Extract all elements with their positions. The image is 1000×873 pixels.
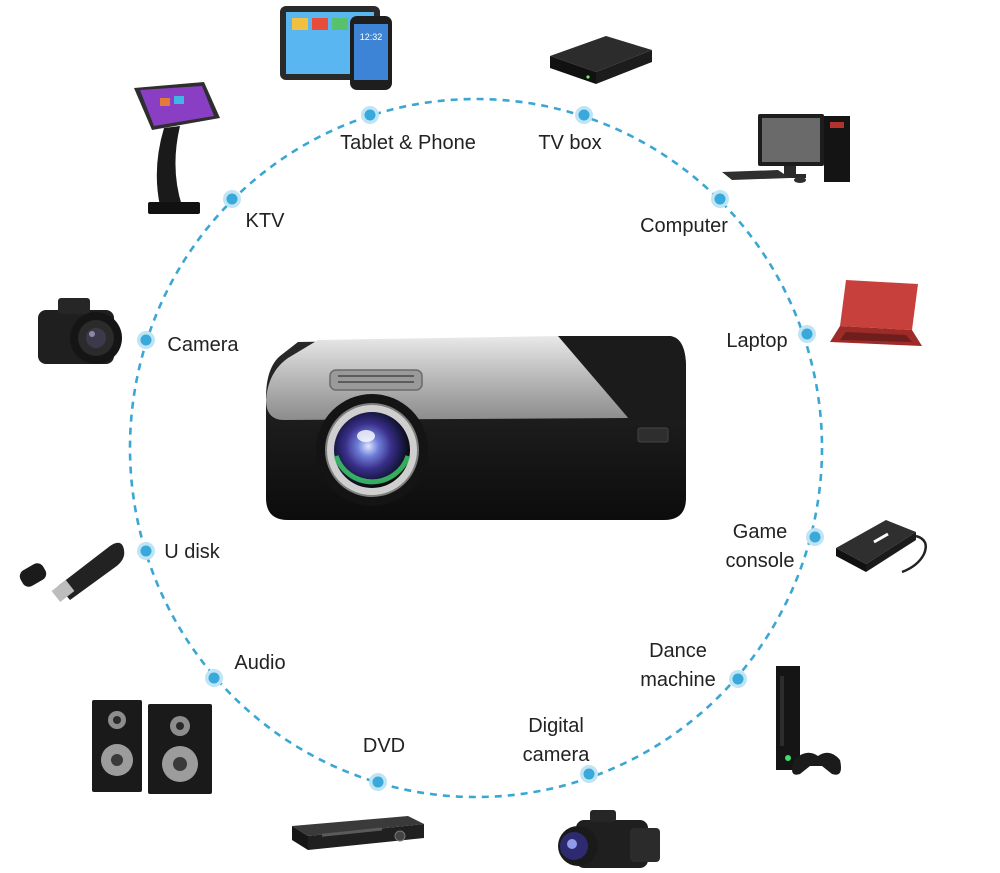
camera-icon <box>38 298 122 364</box>
ktv-kiosk-icon <box>134 82 220 214</box>
connector-dot-digital-camera <box>583 768 595 780</box>
game-console-icon <box>836 520 927 574</box>
label-dvd: DVD <box>362 735 406 757</box>
label-tv-box: TV box <box>538 132 602 154</box>
connector-dot-game-console <box>809 531 821 543</box>
connector-dot-tv-box <box>578 109 590 121</box>
svg-text:12:32: 12:32 <box>360 32 383 42</box>
connector-dot-laptop <box>801 328 813 340</box>
speakers-icon <box>92 700 212 794</box>
connector-dot-dvd <box>372 776 384 788</box>
usb-drive-icon <box>19 542 125 603</box>
connector-dot-tablet-phone <box>364 109 376 121</box>
label-tablet-phone: Tablet & Phone <box>340 132 476 154</box>
label-computer: Computer <box>640 215 728 237</box>
desktop-computer-icon <box>722 114 850 183</box>
tv-box-icon <box>550 36 652 84</box>
tablet-phone-icon: 12:32 <box>280 6 392 90</box>
projector-icon <box>266 336 686 520</box>
label-camera: Camera <box>167 334 239 356</box>
label-u-disk: U disk <box>164 541 220 563</box>
label-ktv: KTV <box>245 210 285 232</box>
video-camera-icon <box>558 810 660 868</box>
connector-dot-dance-machine <box>732 673 744 685</box>
connector-dot-audio <box>208 672 220 684</box>
laptop-icon <box>830 280 922 346</box>
connector-dot-ktv <box>226 193 238 205</box>
label-laptop: Laptop <box>726 330 788 352</box>
connector-dot-computer <box>714 193 726 205</box>
dance-machine-icon <box>776 666 841 775</box>
label-audio: Audio <box>234 652 286 674</box>
dvd-player-icon <box>292 816 424 850</box>
connector-dot-camera <box>140 334 152 346</box>
connector-dot-u-disk <box>140 545 152 557</box>
